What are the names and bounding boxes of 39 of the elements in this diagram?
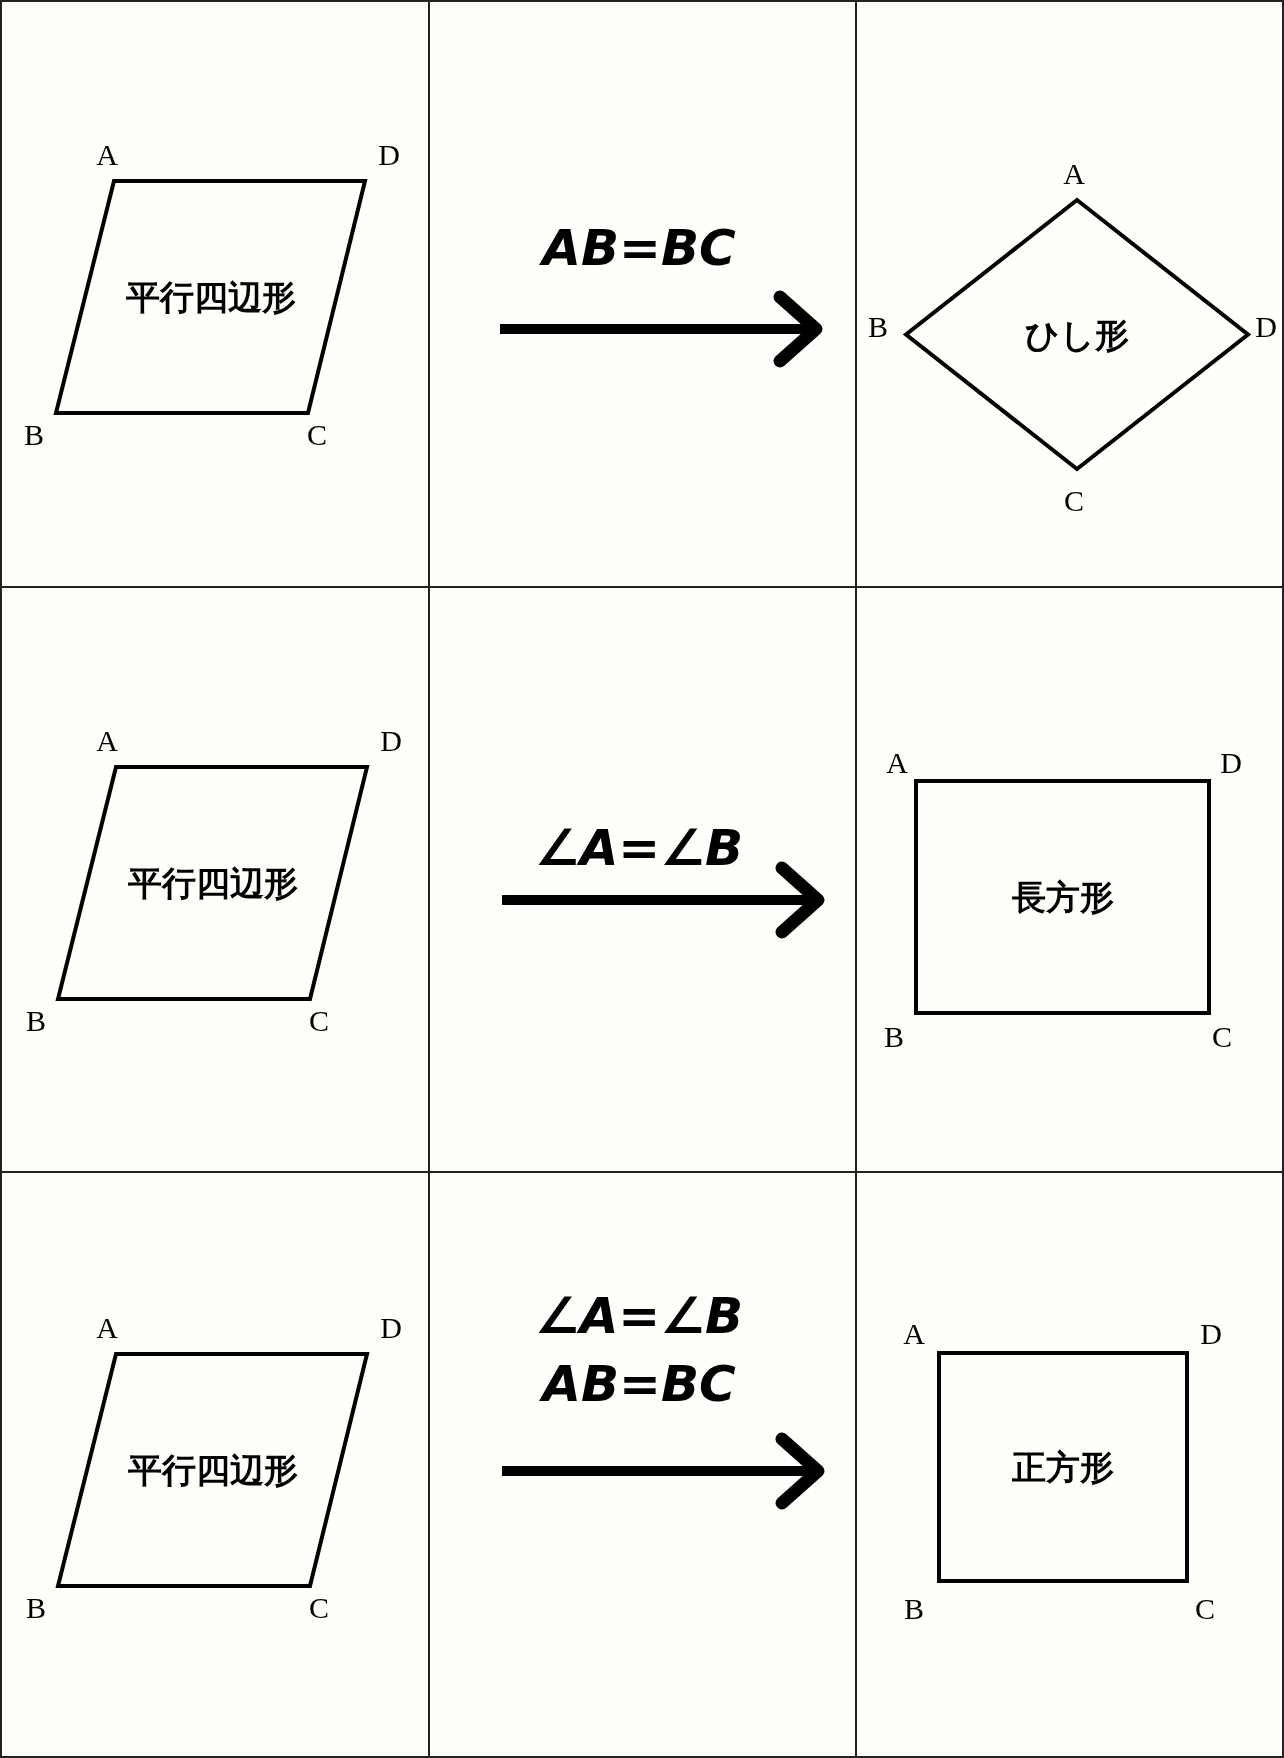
arrow xyxy=(500,290,823,368)
vertex-label: B xyxy=(884,1022,904,1052)
vertex-label: D xyxy=(1255,312,1277,342)
vertex-label: C xyxy=(307,420,327,450)
vertex-label: C xyxy=(309,1006,329,1036)
shape-name: 平行四辺形 xyxy=(126,866,299,900)
vertex-label: B xyxy=(904,1594,924,1624)
vertex-label: D xyxy=(1220,748,1242,778)
shape-name: 正方形 xyxy=(1011,1450,1115,1484)
shape-name: 平行四辺形 xyxy=(124,280,297,314)
vertex-label: D xyxy=(378,140,400,170)
rectangle xyxy=(937,1351,1189,1583)
vertex-label: B xyxy=(26,1593,46,1623)
vertex-label: B xyxy=(24,420,44,450)
shape-name: 長方形 xyxy=(1010,880,1115,914)
shape-name: ひし形 xyxy=(1024,317,1130,352)
vertex-label: D xyxy=(1200,1319,1222,1349)
vertex-label: A xyxy=(96,1313,118,1343)
rectangle xyxy=(914,779,1211,1015)
vertex-label: C xyxy=(1195,1594,1215,1624)
vertex-label: A xyxy=(886,748,908,778)
vertex-label: C xyxy=(309,1593,329,1623)
parallelogram xyxy=(54,179,367,415)
arrow xyxy=(502,861,825,939)
vertex-label: C xyxy=(1212,1022,1232,1052)
parallelogram xyxy=(56,765,369,1001)
vertex-label: A xyxy=(96,726,118,756)
rhombus xyxy=(904,198,1250,471)
vertex-label: A xyxy=(903,1319,925,1349)
arrow xyxy=(502,1432,825,1510)
shape-name: 平行四辺形 xyxy=(126,1453,299,1487)
vertex-label: D xyxy=(380,1313,402,1343)
vertex-label: A xyxy=(1063,159,1085,189)
vertex-label: B xyxy=(868,312,888,342)
vertex-label: C xyxy=(1064,486,1084,516)
vertex-label: D xyxy=(380,726,402,756)
parallelogram xyxy=(56,1352,369,1588)
vertex-label: A xyxy=(96,140,118,170)
vertex-label: B xyxy=(26,1006,46,1036)
